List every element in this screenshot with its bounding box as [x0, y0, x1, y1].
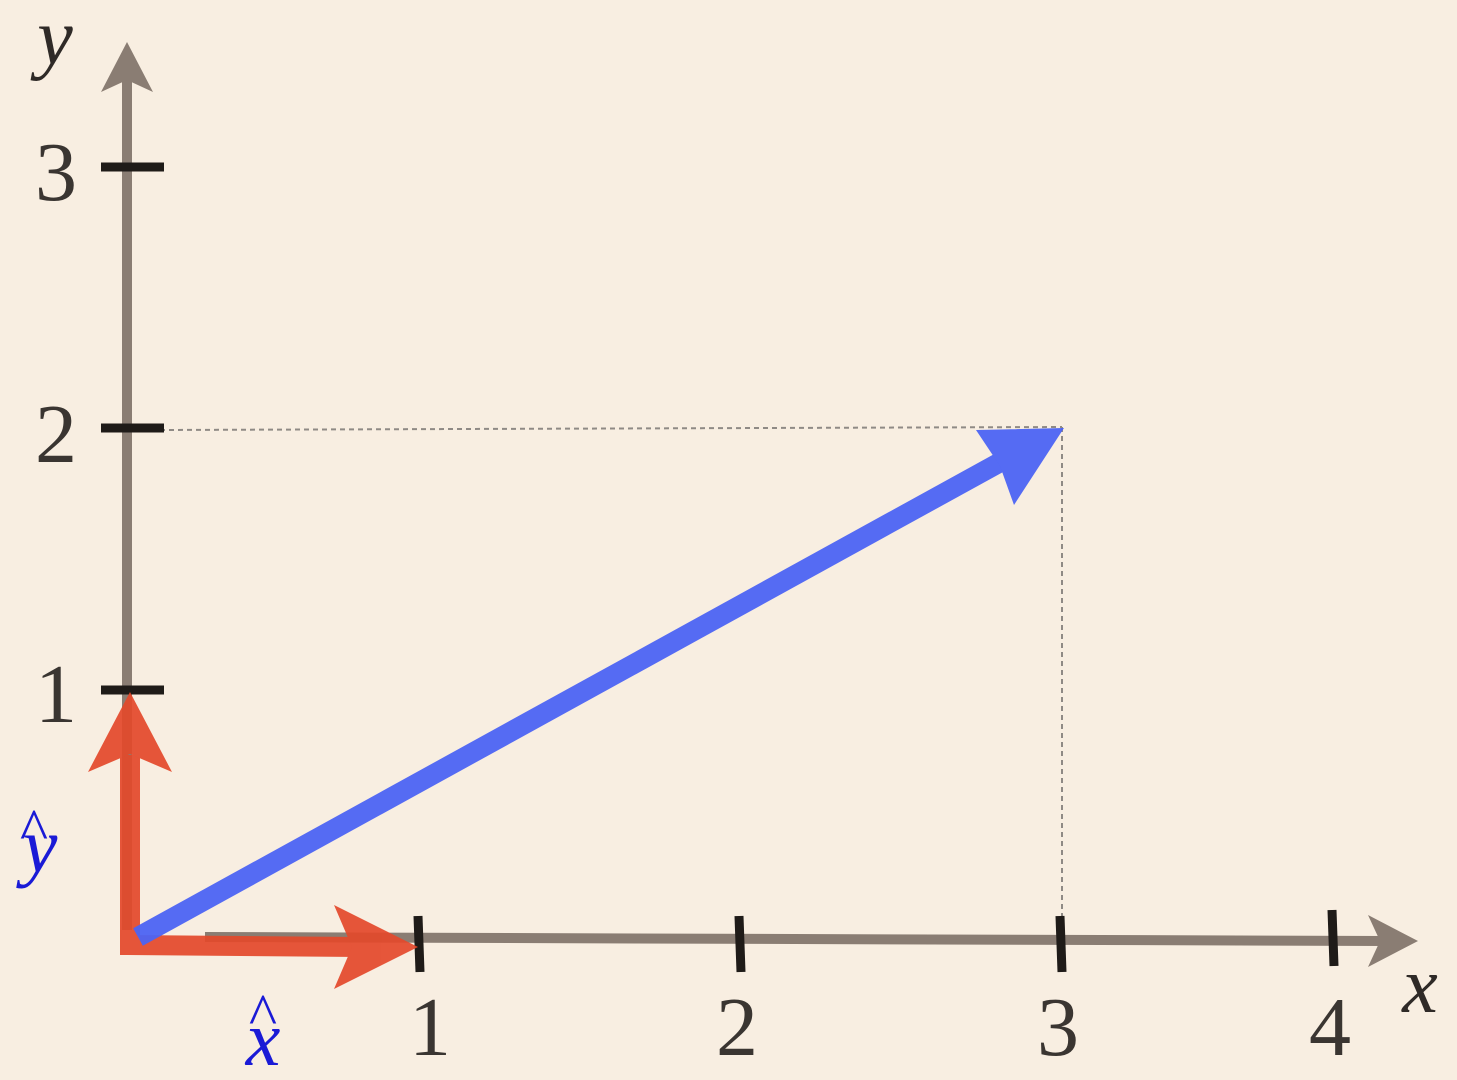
x-axis-label: x [1401, 942, 1438, 1030]
x-tick-label-2: 2 [716, 981, 758, 1074]
basis-vectors [88, 692, 418, 989]
basis-x-arrowhead [334, 905, 418, 989]
x-axis-arrowhead [1368, 915, 1418, 967]
x-tick-1 [413, 915, 425, 973]
basis-x-shaft [121, 935, 361, 957]
x-tick-label-1: 1 [409, 981, 451, 1074]
x-tick-3 [1055, 915, 1067, 973]
guide-horizontal [159, 426, 1063, 431]
x-tick-label-4: 4 [1309, 981, 1351, 1074]
vector-arrowhead [976, 428, 1064, 505]
y-axis-arrowhead [101, 42, 153, 92]
basis-y-arrowhead [88, 692, 172, 772]
x-tick-label-3: 3 [1037, 981, 1079, 1074]
y-tick-label-1: 1 [35, 648, 77, 741]
x-tick-2 [734, 915, 746, 973]
x-axis-line [204, 932, 1386, 946]
vector-3-2 [133, 428, 1064, 946]
y-axis-label: y [30, 0, 73, 82]
y-tick-label-2: 2 [35, 388, 77, 481]
y-tick-label-3: 3 [35, 126, 77, 219]
basis-y-label: y ^ [16, 797, 58, 889]
basis-y-letter: y [16, 802, 58, 889]
basis-y-hat: ^ [20, 797, 48, 863]
basis-x-letter: x [245, 995, 281, 1080]
vector-shaft [133, 445, 1020, 946]
x-tick-4 [1327, 909, 1339, 967]
basis-x-label: x ^ [245, 982, 281, 1080]
basis-x-hat: ^ [249, 982, 277, 1048]
